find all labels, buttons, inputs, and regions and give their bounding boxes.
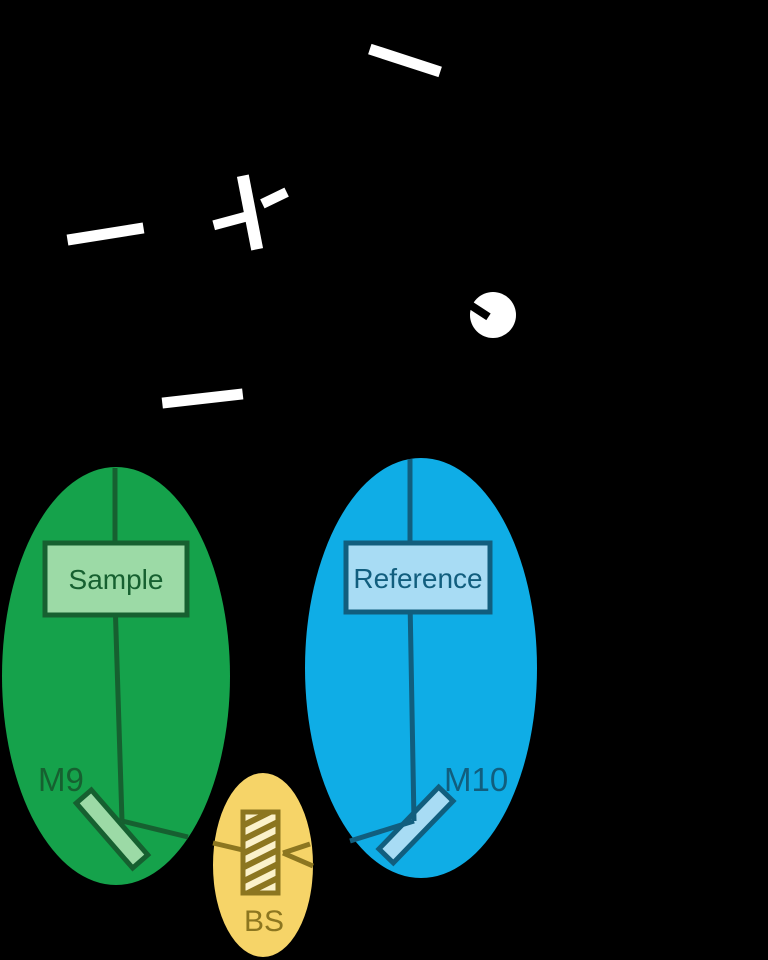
cross-left-dash-icon <box>212 209 255 231</box>
sample-label: Sample <box>69 564 164 595</box>
reference-box <box>343 540 493 615</box>
beamsplitter-plate-border <box>240 809 281 896</box>
beamsplitter-hatch <box>245 814 276 891</box>
beam-out-of-bs-upper <box>282 841 311 856</box>
cross-right-dash-icon <box>260 187 289 209</box>
m10-label: M10 <box>444 761 508 798</box>
reference-label: Reference <box>353 563 482 594</box>
sample-box <box>42 540 190 618</box>
bs-label: BS <box>244 905 284 938</box>
reference-beam-to-bs <box>349 818 415 844</box>
m9-mirror <box>72 786 152 872</box>
mirror-bar-bottom-icon <box>161 388 244 409</box>
m9-label: M9 <box>38 761 84 798</box>
beam-out-of-bs-lower <box>282 850 314 869</box>
chopper-wheel-icon <box>470 292 516 338</box>
chopper-wheel-notch <box>465 299 491 321</box>
mirror-bar-left-icon <box>66 222 145 246</box>
sample-beam-to-bs <box>121 818 189 840</box>
m10-mirror <box>375 783 457 867</box>
mirror-bar-top-icon <box>368 43 442 78</box>
